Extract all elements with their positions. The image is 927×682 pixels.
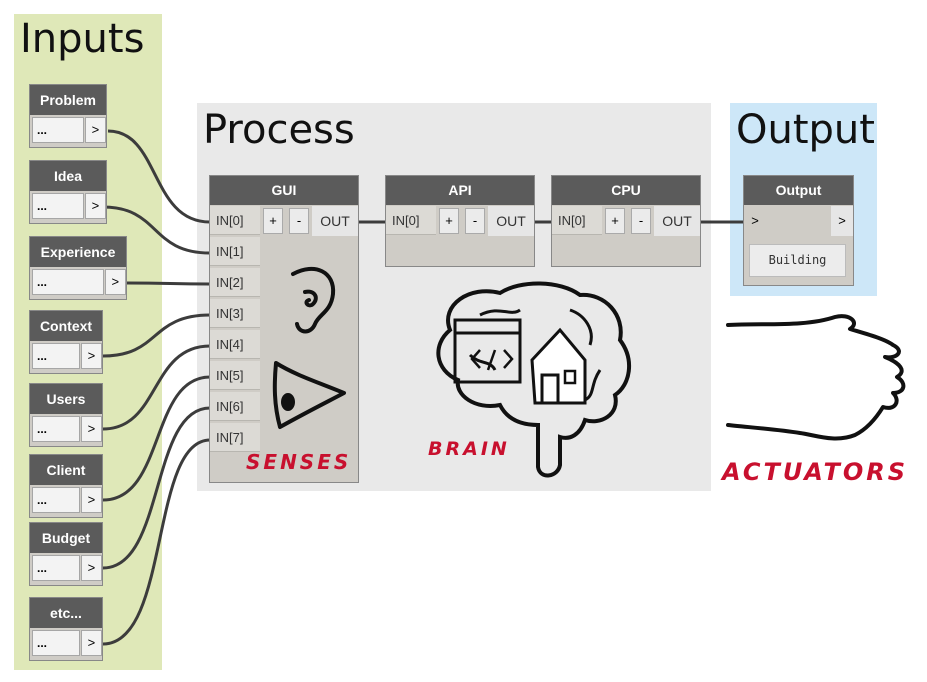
output-arrow-icon[interactable]: > bbox=[84, 193, 106, 219]
node-title: Budget bbox=[30, 523, 102, 553]
gui-input-port-5[interactable]: IN[5] bbox=[210, 361, 260, 390]
node-title: Idea bbox=[30, 161, 106, 191]
brain-annotation: BRAIN bbox=[428, 438, 510, 460]
value-field[interactable]: ... bbox=[32, 343, 80, 369]
output-node[interactable]: Output > > Building bbox=[743, 175, 854, 286]
input-node-experience[interactable]: Experience ...> bbox=[29, 236, 127, 300]
input-node-idea[interactable]: Idea ...> bbox=[29, 160, 107, 224]
input-node-client[interactable]: Client ...> bbox=[29, 454, 103, 518]
cpu-input-port-0[interactable]: IN[0] bbox=[552, 206, 602, 235]
value-field[interactable]: ... bbox=[32, 193, 84, 219]
node-title: Users bbox=[30, 384, 102, 414]
output-arrow-icon[interactable]: > bbox=[84, 117, 106, 143]
output-arrow-icon[interactable]: > bbox=[80, 487, 102, 513]
input-node-etc[interactable]: etc... ...> bbox=[29, 597, 103, 661]
output-value-display: Building bbox=[749, 244, 846, 277]
gui-input-port-4[interactable]: IN[4] bbox=[210, 330, 260, 359]
node-title: API bbox=[386, 176, 534, 205]
gui-input-port-2[interactable]: IN[2] bbox=[210, 268, 260, 297]
output-input-arrow-icon[interactable]: > bbox=[751, 213, 759, 228]
node-title: Experience bbox=[30, 237, 126, 267]
hand-sketch-icon bbox=[726, 314, 906, 441]
remove-input-button[interactable]: - bbox=[465, 208, 485, 234]
value-field[interactable]: ... bbox=[32, 487, 80, 513]
input-node-context[interactable]: Context ...> bbox=[29, 310, 103, 374]
cpu-node[interactable]: CPU IN[0] + - OUT bbox=[551, 175, 701, 267]
output-arrow-icon[interactable]: > bbox=[80, 416, 102, 442]
output-arrow-icon[interactable]: > bbox=[80, 630, 102, 656]
node-title: Context bbox=[30, 311, 102, 341]
node-title: Client bbox=[30, 455, 102, 485]
value-field[interactable]: ... bbox=[32, 117, 84, 143]
gui-node[interactable]: GUI IN[0] IN[1] IN[2] IN[3] IN[4] IN[5] … bbox=[209, 175, 359, 483]
output-arrow-icon[interactable]: > bbox=[80, 555, 102, 581]
node-title: Output bbox=[744, 176, 853, 205]
cpu-output-port[interactable]: OUT bbox=[654, 206, 700, 236]
gui-input-port-3[interactable]: IN[3] bbox=[210, 299, 260, 328]
value-field[interactable]: ... bbox=[32, 269, 104, 295]
gui-output-port[interactable]: OUT bbox=[312, 206, 358, 236]
add-input-button[interactable]: + bbox=[605, 208, 625, 234]
api-node[interactable]: API IN[0] + - OUT bbox=[385, 175, 535, 267]
input-node-budget[interactable]: Budget ...> bbox=[29, 522, 103, 586]
output-output-arrow-icon[interactable]: > bbox=[831, 206, 853, 236]
output-arrow-icon[interactable]: > bbox=[104, 269, 126, 295]
actuators-annotation: ACTUATORS bbox=[722, 458, 909, 486]
gui-input-port-0[interactable]: IN[0] bbox=[210, 206, 260, 235]
process-group-title: Process bbox=[203, 107, 355, 153]
node-title: Problem bbox=[30, 85, 106, 115]
input-node-problem[interactable]: Problem ...> bbox=[29, 84, 107, 148]
value-field[interactable]: ... bbox=[32, 555, 80, 581]
gui-input-port-7[interactable]: IN[7] bbox=[210, 423, 260, 452]
remove-input-button[interactable]: - bbox=[631, 208, 651, 234]
remove-input-button[interactable]: - bbox=[289, 208, 309, 234]
node-title: GUI bbox=[210, 176, 358, 205]
value-field[interactable]: ... bbox=[32, 416, 80, 442]
input-node-users[interactable]: Users ...> bbox=[29, 383, 103, 447]
output-arrow-icon[interactable]: > bbox=[80, 343, 102, 369]
output-group-title: Output bbox=[736, 107, 875, 153]
add-input-button[interactable]: + bbox=[439, 208, 459, 234]
add-input-button[interactable]: + bbox=[263, 208, 283, 234]
inputs-group-title: Inputs bbox=[20, 16, 145, 62]
node-title: CPU bbox=[552, 176, 700, 205]
node-title: etc... bbox=[30, 598, 102, 628]
value-field[interactable]: ... bbox=[32, 630, 80, 656]
api-output-port[interactable]: OUT bbox=[488, 206, 534, 236]
gui-input-port-1[interactable]: IN[1] bbox=[210, 237, 260, 266]
gui-input-port-6[interactable]: IN[6] bbox=[210, 392, 260, 421]
senses-annotation: SENSES bbox=[246, 450, 352, 474]
api-input-port-0[interactable]: IN[0] bbox=[386, 206, 436, 235]
